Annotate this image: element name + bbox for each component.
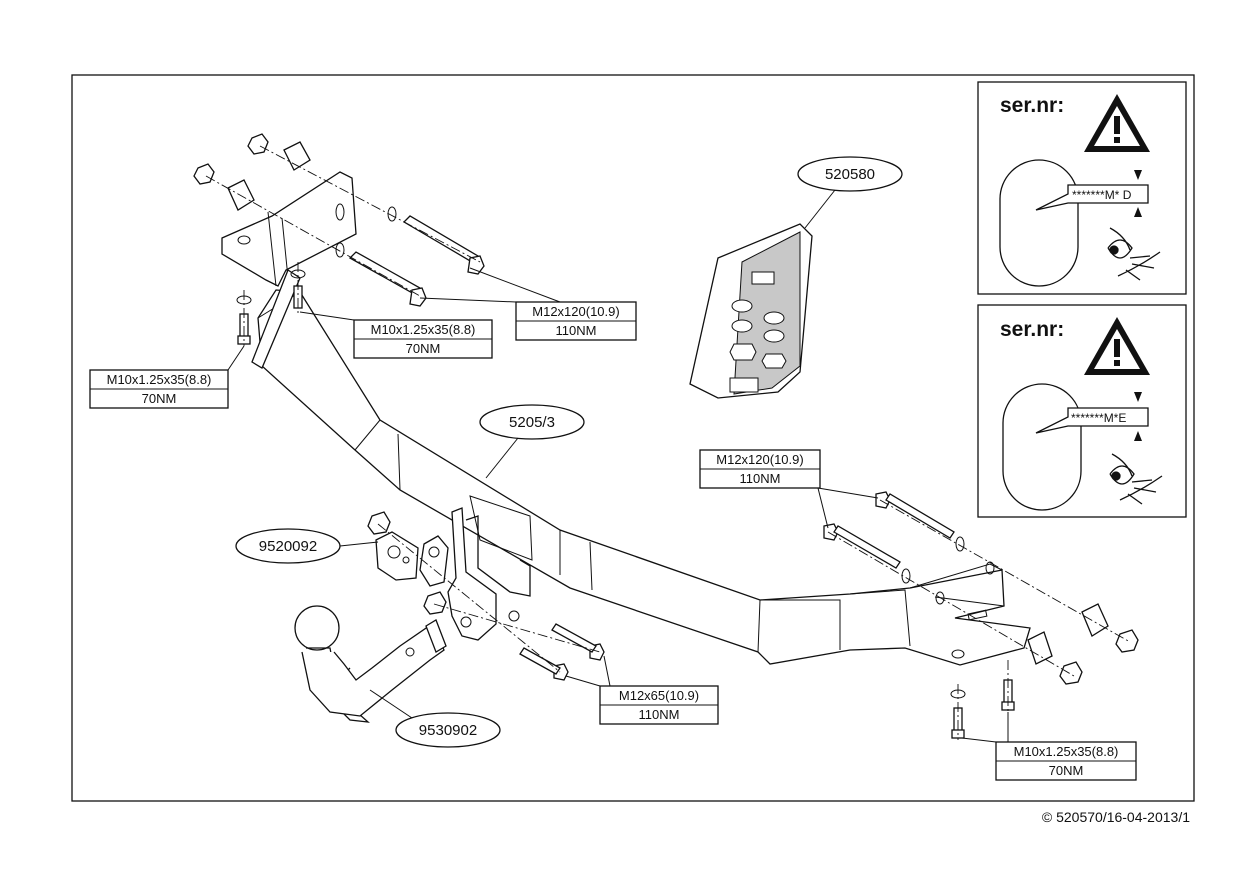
part-label-bubble — [479, 404, 585, 440]
part-number-520580: 520580 — [825, 166, 875, 183]
part-label-bubble — [797, 156, 903, 192]
arrow-up-icon — [1134, 431, 1142, 441]
bolt-spec: M12x120(10.9) — [532, 304, 619, 319]
bolt-spec-top-m10: M10x1.25x35(8.8) 70NM — [299, 311, 493, 359]
bracket-kit-drawing — [689, 223, 813, 399]
serial-code-tag — [1035, 407, 1149, 434]
part-number-9520092: 9520092 — [259, 538, 317, 555]
bolt-spec-right-m12: M12x120(10.9) 110NM — [699, 449, 879, 529]
leader-line — [804, 189, 836, 229]
bolt-spec: M10x1.25x35(8.8) — [371, 322, 476, 337]
leader-line — [369, 689, 413, 719]
part-number-9530902: 9530902 — [419, 722, 477, 739]
leader-line — [485, 437, 519, 479]
bolt-torque: 70NM — [1049, 763, 1084, 778]
bolt-spec: M10x1.25x35(8.8) — [107, 372, 212, 387]
bolt-spec: M12x120(10.9) — [716, 452, 803, 467]
serial-panel-title: ser.nr: — [1000, 94, 1064, 117]
part-label-bubble — [395, 712, 501, 748]
copyright-footer: © 520570/16-04-2013/1 — [1042, 809, 1190, 825]
leader-line — [339, 541, 379, 547]
serial-plate-outline — [999, 159, 1079, 287]
bolt-torque: 110NM — [740, 471, 781, 486]
warning-icon — [1084, 94, 1150, 152]
serial-code: *******M* D — [1072, 188, 1132, 202]
bolt-spec-top-m12: M12x120(10.9) 110NM — [419, 267, 637, 341]
towball-drawing — [294, 605, 447, 723]
crossbar-drawing — [221, 171, 1031, 666]
drawing-frame — [71, 74, 1195, 802]
bolt-spec-mid-m12: M12x65(10.9) 110NM — [565, 655, 719, 725]
serial-panel-1: ser.nr: *******M* D — [977, 81, 1187, 295]
serial-code: *******M*E — [1071, 411, 1126, 425]
assembly-axes — [205, 145, 1131, 740]
serial-code-tag — [1035, 184, 1149, 211]
arrow-down-icon — [1134, 170, 1142, 180]
bracket-drawing — [375, 507, 531, 641]
part-number-5205-3: 5205/3 — [509, 414, 555, 431]
bolt-spec-right-m10: M10x1.25x35(8.8) 70NM — [961, 712, 1137, 781]
serial-plate-outline — [1002, 383, 1082, 511]
arrow-down-icon — [1134, 392, 1142, 402]
bolt-spec: M10x1.25x35(8.8) — [1014, 744, 1119, 759]
arrow-up-icon — [1134, 207, 1142, 217]
serial-panel-title: ser.nr: — [1000, 318, 1064, 341]
warning-icon — [1084, 317, 1150, 375]
serial-panel-2: ser.nr: *******M*E — [977, 304, 1187, 518]
bolt-torque: 110NM — [639, 707, 680, 722]
bolt-spec: M12x65(10.9) — [619, 688, 699, 703]
bolt-spec-left-m10: M10x1.25x35(8.8) 70NM — [89, 345, 245, 409]
bolt-torque: 70NM — [406, 341, 441, 356]
bolt-torque: 70NM — [142, 391, 177, 406]
eye-icon — [1107, 227, 1161, 281]
eye-icon — [1109, 453, 1163, 505]
bolt-torque: 110NM — [556, 323, 597, 338]
